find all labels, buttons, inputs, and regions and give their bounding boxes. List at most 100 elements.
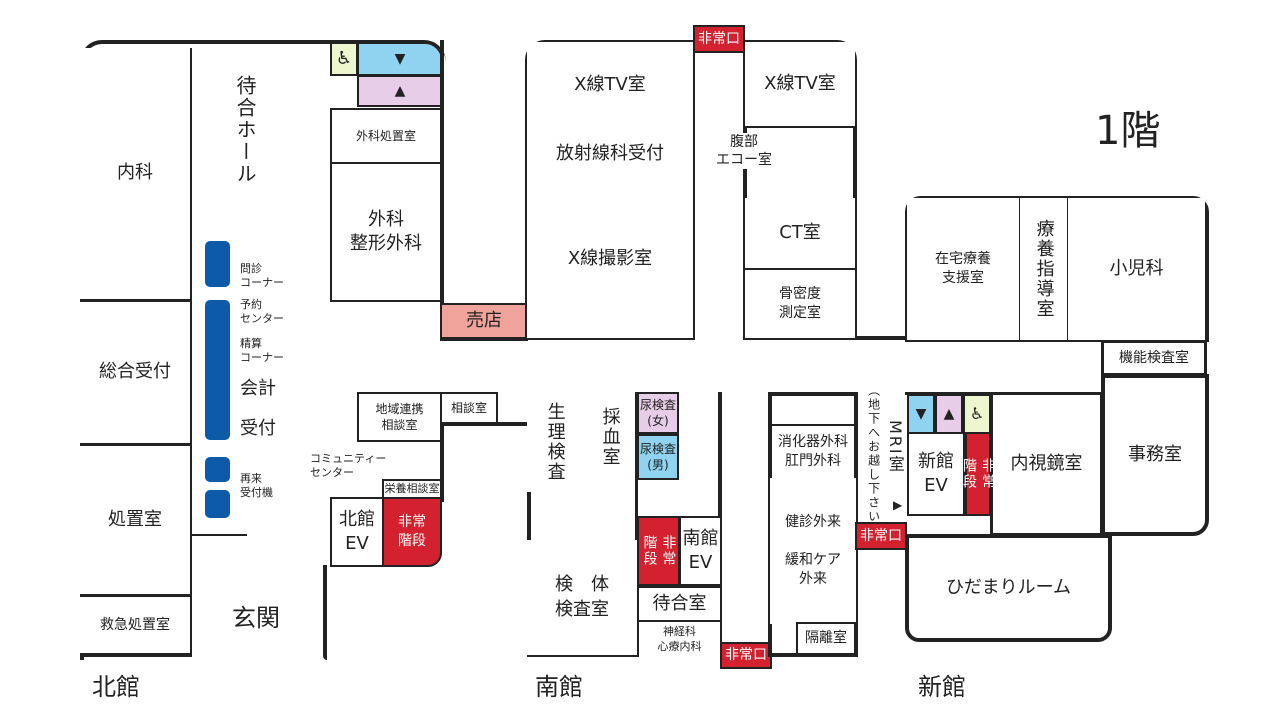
room-home-care[interactable]: 在宅療養 支援室 xyxy=(907,198,1021,340)
revisit-machine xyxy=(205,457,230,482)
room-urine-female[interactable]: 尿検査 (女) xyxy=(637,392,679,434)
room-label: 非常 階段 xyxy=(961,458,996,490)
room-surgery-treatment[interactable]: 外科処置室 xyxy=(330,108,442,164)
building-label-north: 北館 xyxy=(92,673,140,701)
room-isolation[interactable]: 隔離室 xyxy=(796,622,856,655)
room-label: ひだまりルーム xyxy=(945,576,1072,598)
room-label: 機能検査室 xyxy=(1119,349,1189,366)
room-xray-tv-2[interactable]: X線TV室 xyxy=(745,42,855,128)
room-label: 神経科 心療内科 xyxy=(657,624,702,653)
room-label: 栄養相談室 xyxy=(384,481,440,495)
accounting-counter xyxy=(205,300,230,440)
accessible-toilet-icon: ♿ xyxy=(963,394,991,434)
room-label: 売店 xyxy=(466,309,502,331)
room-label: 事務室 xyxy=(1128,443,1182,465)
room-bone-density[interactable]: 骨密度 測定室 xyxy=(745,270,855,338)
new-ev[interactable]: 新館 EV xyxy=(907,432,965,516)
room-specimen[interactable]: 検 体 検査室 xyxy=(527,540,637,655)
room-xray-tv-1[interactable]: X線TV室 xyxy=(527,42,693,130)
floor-label: 1階 xyxy=(1095,108,1161,154)
emergency-exit-middle[interactable]: 非常口 xyxy=(855,522,907,550)
room-consult[interactable]: 相談室 xyxy=(440,392,498,424)
room-treatment[interactable]: 処置室 xyxy=(80,444,192,596)
room-label: 待合室 xyxy=(652,592,707,614)
revisit-machine-label: 再来 受付機 xyxy=(240,472,273,500)
room-label: 非常 階段 xyxy=(398,514,426,549)
north-ev[interactable]: 北館 EV xyxy=(330,497,384,567)
room-general-reception[interactable]: 総合受付 xyxy=(80,300,192,445)
consult-counter xyxy=(205,241,230,287)
room-label: 健診外来 緩和ケア 外来 xyxy=(785,514,841,587)
entrance-label: 玄関 xyxy=(232,604,280,632)
room-radiology-reception[interactable]: 放射線科受付 xyxy=(527,128,693,182)
wall xyxy=(905,392,993,395)
female-toilet-icon: ▲ xyxy=(935,394,963,434)
room-label: 小児科 xyxy=(1109,257,1164,279)
waiting-hall-label: 待合ホール xyxy=(233,75,257,185)
room-label: X線撮影室 xyxy=(567,247,653,269)
room-endoscopy[interactable]: 内視鏡室 xyxy=(990,392,1103,536)
room-pediatrics[interactable]: 小児科 xyxy=(1068,198,1205,340)
divider xyxy=(192,534,247,536)
room-office[interactable]: 事務室 xyxy=(1101,374,1209,536)
room-blood-collection[interactable]: 採血室 xyxy=(582,392,637,482)
room-surgery[interactable]: 外科 整形外科 xyxy=(330,162,442,302)
room-physiology[interactable]: 生理検査 xyxy=(527,392,582,492)
reservation-center-label: 予約 センター xyxy=(240,298,284,326)
room-label: 消化器外科 肛門外科 xyxy=(778,434,848,469)
room-label: 採血室 xyxy=(599,407,621,467)
room-label: 在宅療養 支援室 xyxy=(935,251,991,286)
community-center-label: コミュニティー センター xyxy=(310,452,387,480)
room-label: 療養指導室 xyxy=(1033,219,1055,319)
new-emergency-stairs[interactable]: 非常 階段 xyxy=(961,432,996,516)
room-internal-medicine[interactable]: 内科 xyxy=(80,48,192,301)
room-psychiatry[interactable]: 神経科 心療内科 xyxy=(637,620,722,657)
room-label: 検 体 検査室 xyxy=(555,574,609,620)
room-guidance[interactable]: 療養指導室 xyxy=(1020,198,1069,340)
mri-note: （地下へお越し下さい） xyxy=(866,384,881,538)
room-label: 非常 階段 xyxy=(641,535,677,567)
building-label-new: 新館 xyxy=(918,673,966,701)
room-label: 放射線科受付 xyxy=(556,142,664,164)
wall xyxy=(440,422,444,502)
room-label: 新館 EV xyxy=(918,450,954,496)
room-emergency-treatment[interactable]: 救急処置室 xyxy=(80,595,192,657)
room-ct[interactable]: CT室 xyxy=(745,198,855,270)
wall xyxy=(635,392,638,657)
room-checkup[interactable]: 健診外来 緩和ケア 外来 xyxy=(770,478,856,624)
room-label: 相談室 xyxy=(450,400,487,415)
arrow-right-icon: ▶ xyxy=(893,498,903,512)
room-label: 隔離室 xyxy=(805,630,847,647)
female-toilet-icon: ▲ xyxy=(357,75,443,107)
room-urine-male[interactable]: 尿検査 (男) xyxy=(637,434,679,480)
accounting-label: 会計 xyxy=(240,378,276,399)
room-label: 救急処置室 xyxy=(100,616,170,633)
room-label: 外科処置室 xyxy=(355,128,416,143)
room-hidamari[interactable]: ひだまりルーム xyxy=(905,534,1112,642)
consult-corner-label: 問診 コーナー xyxy=(240,262,284,290)
room-gastro[interactable]: 消化器外科 肛門外科 xyxy=(770,424,856,480)
room-label: 総合受付 xyxy=(99,361,171,383)
north-emergency-stairs[interactable]: 非常 階段 xyxy=(382,497,442,567)
room-regional-consult[interactable]: 地域連携 相談室 xyxy=(357,392,442,442)
room-label: CT室 xyxy=(779,221,821,243)
room-label: 外科 整形外科 xyxy=(350,208,422,254)
male-toilet-icon: ▼ xyxy=(357,42,443,76)
room-label: 生理検査 xyxy=(544,402,566,482)
accessible-toilet-icon: ♿ xyxy=(330,42,358,76)
room-nutrition-consult[interactable]: 栄養相談室 xyxy=(382,479,442,499)
south-ev[interactable]: 南館 EV xyxy=(679,516,722,586)
building-label-south: 南館 xyxy=(535,673,583,701)
emergency-exit-bottom[interactable]: 非常口 xyxy=(720,642,772,669)
emergency-exit-top[interactable]: 非常口 xyxy=(693,25,745,53)
room-function-test[interactable]: 機能検査室 xyxy=(1101,340,1207,376)
room-abdominal-echo[interactable]: 腹部 エコー室 xyxy=(716,133,772,170)
room-shop[interactable]: 売店 xyxy=(440,303,528,339)
wall xyxy=(855,336,907,340)
wall xyxy=(323,565,327,660)
payment-corner-label: 精算 コーナー xyxy=(240,337,284,365)
room-xray[interactable]: X線撮影室 xyxy=(527,180,693,338)
south-emergency-stairs[interactable]: 非常 階段 xyxy=(637,516,680,586)
room-waiting[interactable]: 待合室 xyxy=(637,586,722,622)
